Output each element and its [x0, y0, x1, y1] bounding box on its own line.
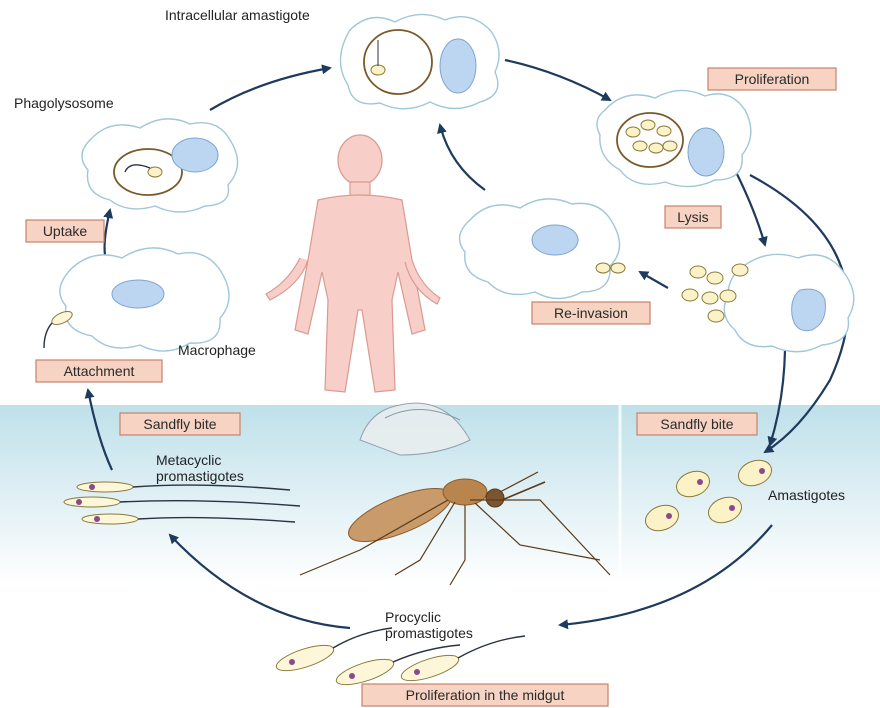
box-proliferation-midgut: Proliferation in the midgut	[362, 684, 608, 706]
arrow-phago-to-intracellular	[210, 68, 330, 110]
box-sandfly-bite-right: Sandfly bite	[637, 413, 757, 435]
box-lysis: Lysis	[665, 206, 721, 228]
box-sandfly-bite-right-text: Sandfly bite	[660, 416, 733, 432]
box-attachment-text: Attachment	[64, 363, 135, 379]
box-proliferation-text: Proliferation	[735, 71, 810, 87]
box-reinvasion: Re-invasion	[532, 302, 650, 324]
macrophage-phagolysosome	[82, 119, 238, 212]
box-lysis-text: Lysis	[677, 209, 708, 225]
label-macrophage: Macrophage	[178, 342, 256, 358]
box-uptake: Uptake	[26, 220, 104, 242]
arrow-reinvasion-to-intracellular	[440, 125, 485, 190]
arrow-lysis-to-reinvasion	[640, 272, 668, 288]
box-sandfly-bite-left: Sandfly bite	[120, 413, 240, 435]
human-figure-icon	[266, 135, 440, 392]
box-uptake-text: Uptake	[43, 223, 88, 239]
label-metacyclic-line1: Metacyclic	[156, 452, 221, 468]
macrophage-intracellular	[340, 14, 499, 108]
box-proliferation-midgut-text: Proliferation in the midgut	[406, 687, 565, 703]
label-phagolysosome: Phagolysosome	[14, 95, 114, 111]
label-procyclic-line1: Procyclic	[385, 609, 441, 625]
macrophage-reinvasion	[460, 199, 625, 299]
label-amastigotes: Amastigotes	[768, 487, 845, 503]
macrophage-lysis	[682, 254, 854, 351]
label-procyclic-line2: promastigotes	[385, 625, 473, 641]
box-proliferation: Proliferation	[708, 68, 836, 90]
box-sandfly-bite-left-text: Sandfly bite	[143, 416, 216, 432]
label-intracellular-amastigote: Intracellular amastigote	[165, 7, 310, 23]
box-reinvasion-text: Re-invasion	[554, 305, 628, 321]
macrophage-attachment	[44, 248, 229, 351]
macrophage-proliferation	[597, 90, 751, 186]
label-metacyclic-line2: promastigotes	[156, 468, 244, 484]
box-attachment: Attachment	[36, 360, 162, 382]
arrow-intracellular-to-proliferation	[505, 60, 610, 100]
arrow-macrophage-to-uptake	[105, 210, 110, 255]
